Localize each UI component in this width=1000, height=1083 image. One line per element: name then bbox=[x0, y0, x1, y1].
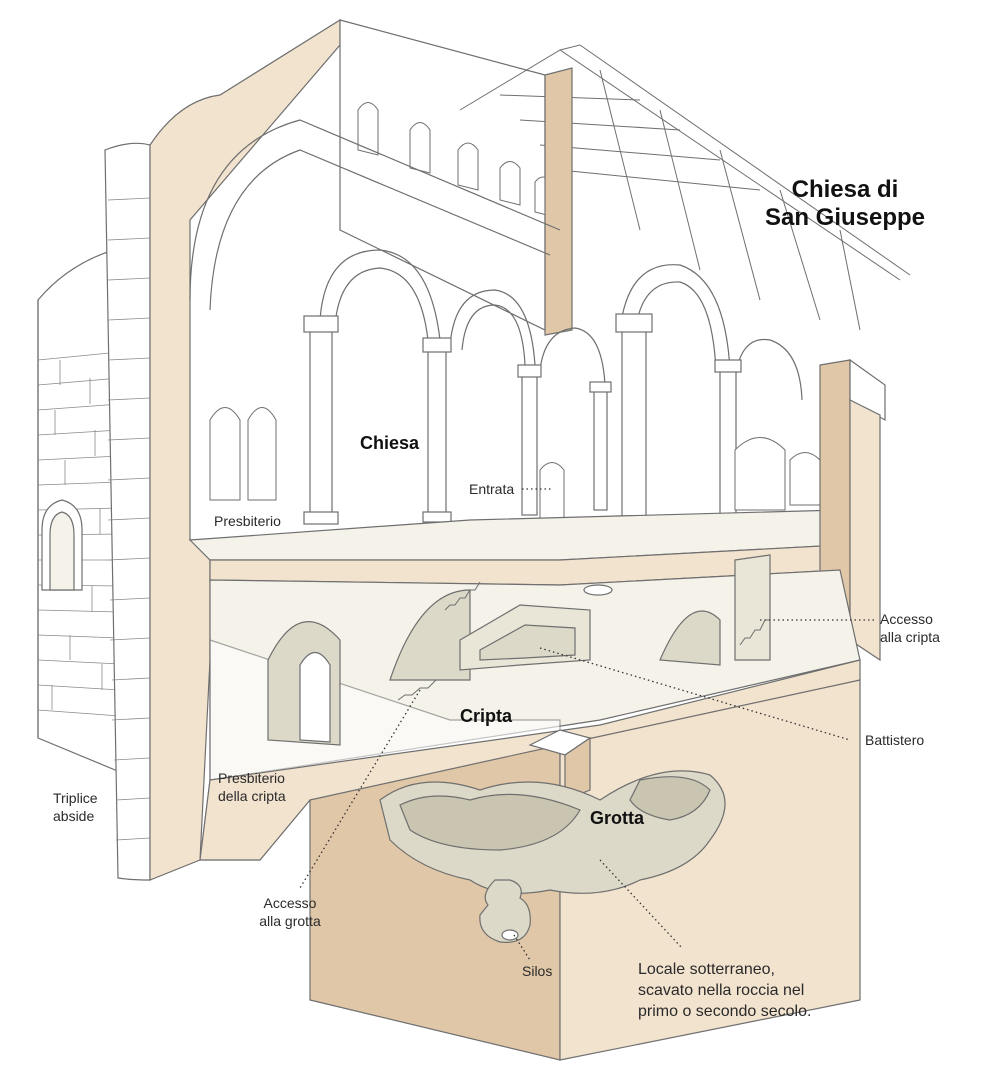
crypt-vaults bbox=[267, 554, 771, 746]
entrance-arches bbox=[539, 437, 821, 521]
nave-columns bbox=[303, 313, 742, 529]
label-battistero: Battistero bbox=[865, 732, 925, 748]
nave-floor bbox=[188, 509, 841, 586]
section-wall-right bbox=[819, 358, 886, 662]
apse-middle-bricks bbox=[107, 197, 151, 841]
label-presbiterio-cripta: Presbiterio della cripta bbox=[218, 770, 286, 804]
silos bbox=[479, 879, 531, 943]
leader-lines bbox=[299, 488, 875, 961]
apse-arch-window bbox=[41, 499, 83, 591]
presbytery-windows bbox=[209, 407, 277, 501]
label-accesso-cripta: Accesso alla cripta bbox=[880, 611, 940, 645]
leader-silos bbox=[513, 934, 531, 961]
label-silos: Silos bbox=[522, 963, 553, 979]
label-locale-sotterraneo: Locale sotterraneo, scavato nella roccia… bbox=[638, 961, 812, 1020]
leader-locale bbox=[599, 859, 683, 949]
label-triplice-abside: Triplice abside bbox=[53, 790, 98, 824]
label-cripta: Cripta bbox=[460, 706, 513, 726]
apse-tower-middle bbox=[104, 142, 151, 881]
nave-arcade bbox=[189, 119, 803, 401]
label-entrata: Entrata bbox=[469, 481, 515, 497]
cut-pier-right bbox=[544, 67, 573, 336]
label-grotta: Grotta bbox=[590, 808, 644, 828]
label-presbiterio: Presbiterio bbox=[214, 513, 281, 529]
diagram-title: Chiesa di San Giuseppe bbox=[764, 176, 926, 231]
clerestory-windows bbox=[357, 102, 552, 217]
label-chiesa: Chiesa bbox=[360, 433, 420, 453]
label-accesso-grotta: Accesso alla grotta bbox=[259, 895, 321, 929]
